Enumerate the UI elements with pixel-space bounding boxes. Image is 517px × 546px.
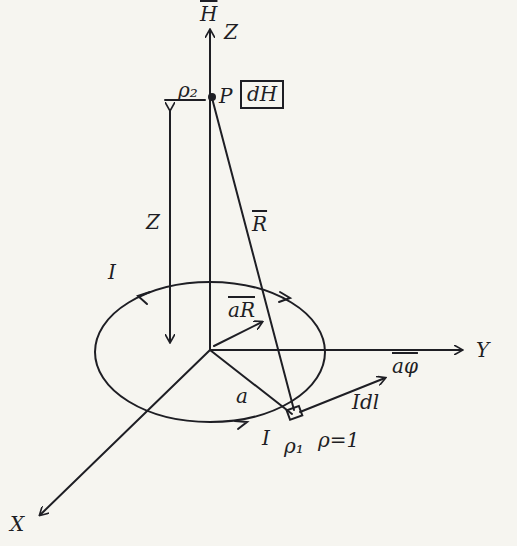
field-box: dH bbox=[240, 80, 284, 109]
field-label: H bbox=[200, 4, 217, 24]
axis-label: Y bbox=[476, 340, 489, 360]
unit-vector-label: aR bbox=[228, 300, 255, 320]
dimension-label: Z bbox=[146, 212, 160, 232]
field-label: dH bbox=[247, 82, 277, 106]
current-label: I bbox=[108, 262, 116, 282]
vector-label: R bbox=[252, 214, 267, 234]
point-label: ρ₁ bbox=[284, 436, 304, 456]
point-label: ρ₂ bbox=[178, 80, 198, 100]
radius-label: a bbox=[236, 386, 248, 406]
current-label: I bbox=[262, 428, 270, 448]
unit-vector-label: aφ bbox=[392, 356, 418, 376]
point-label: P bbox=[219, 86, 232, 106]
axis-label: Z bbox=[224, 22, 238, 42]
element-label: Idl bbox=[352, 392, 379, 412]
axis-label: X bbox=[10, 514, 24, 534]
note-label: ρ=1 bbox=[318, 430, 359, 450]
